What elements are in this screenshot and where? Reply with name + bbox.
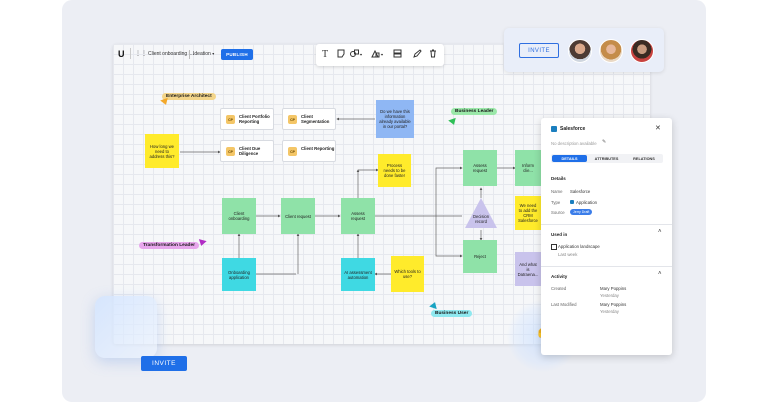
- tag-transformation-leader[interactable]: Transformation Leader: [139, 242, 199, 249]
- mode-label: Ideation: [193, 51, 211, 57]
- publish-button[interactable]: PUBLISH: [221, 49, 253, 60]
- chevron-down-icon: ▾: [212, 51, 215, 56]
- used-in-time: Last week: [558, 252, 578, 257]
- panel-title: Salesforce: [560, 126, 586, 132]
- sticky-note[interactable]: How long we need to address this?: [145, 134, 179, 168]
- capability-title: Client Segmentation: [301, 114, 330, 124]
- panel-subtitle: No description available: [551, 141, 597, 146]
- invite-button[interactable]: INVITE: [141, 356, 187, 371]
- process-step[interactable]: Onboarding application: [222, 258, 256, 291]
- divider: [541, 224, 672, 225]
- sticky-note[interactable]: Which tools to use?: [391, 256, 424, 292]
- divider: [130, 48, 131, 59]
- decorative-glass-tile: [95, 296, 157, 358]
- sticky-note[interactable]: And what is Datraena...: [515, 252, 541, 286]
- invite-button[interactable]: INVITE: [519, 43, 559, 58]
- process-step[interactable]: AI assessment automation: [341, 258, 375, 291]
- capability-title: Client Due Diligence: [239, 146, 261, 156]
- decision-record-shape[interactable]: [465, 198, 497, 228]
- activity-time: Yesterday: [600, 293, 619, 298]
- field-value: Salesforce: [570, 189, 591, 194]
- tag-business-leader[interactable]: Business Leader: [451, 108, 498, 115]
- field-label: Name: [551, 189, 563, 194]
- tab-attributes[interactable]: ATTRIBUTES: [594, 156, 619, 161]
- avatar[interactable]: [599, 39, 623, 63]
- capability-card[interactable]: CP Client Reporting: [282, 140, 336, 162]
- capability-code: CP: [226, 115, 235, 124]
- sticky-note[interactable]: Do we have this information already avai…: [376, 100, 414, 138]
- capability-card[interactable]: CP Client Due Diligence: [220, 140, 274, 162]
- process-step[interactable]: Client request: [281, 198, 315, 234]
- sticky-note[interactable]: We need to add the CRM Salesforce: [515, 196, 541, 230]
- capability-code: CP: [288, 115, 297, 124]
- app-logo: U: [118, 49, 125, 59]
- components-tool-icon[interactable]: [371, 49, 384, 60]
- capability-card[interactable]: CP Client Portfolio Reporting: [220, 108, 274, 130]
- process-step[interactable]: Assess request: [341, 198, 375, 234]
- field-value: Application: [576, 200, 598, 205]
- field-label: Source: [551, 210, 565, 215]
- application-type-icon: [570, 200, 574, 204]
- avatar[interactable]: [568, 39, 592, 63]
- decision-record-label: Decision record: [472, 214, 490, 224]
- document-title[interactable]: Client onboarding l...: [148, 51, 194, 57]
- sticky-note[interactable]: Process needs to be done faster: [378, 154, 411, 187]
- used-in-item[interactable]: Application landscape: [558, 244, 600, 249]
- process-step[interactable]: Client onboarding: [222, 198, 256, 234]
- frame-tool-icon[interactable]: [393, 49, 402, 60]
- process-step[interactable]: Inform clie...: [515, 150, 541, 186]
- capability-code: CP: [226, 147, 235, 156]
- avatar[interactable]: [630, 39, 654, 63]
- tab-relations[interactable]: RELATIONS: [633, 156, 655, 161]
- link-icon: [551, 244, 557, 250]
- tag-business-user[interactable]: Business User: [431, 310, 473, 317]
- capability-title: Client Reporting: [301, 146, 335, 151]
- section-heading: Used in: [551, 232, 568, 237]
- text-tool-icon[interactable]: T: [322, 49, 329, 60]
- shapes-tool-icon[interactable]: [350, 49, 363, 60]
- process-step[interactable]: Assess request: [463, 150, 497, 186]
- process-step[interactable]: Reject: [463, 240, 497, 273]
- mode-selector[interactable]: Ideation ▾: [193, 51, 214, 57]
- grid-menu-icon[interactable]: ⋮⋮: [135, 51, 147, 57]
- details-panel: Salesforce ✕ No description available ✎ …: [541, 118, 672, 355]
- activity-user: Mary Poppins: [600, 286, 627, 291]
- app-icon: [551, 126, 557, 132]
- sticky-note-icon[interactable]: [337, 49, 345, 60]
- chevron-up-icon[interactable]: ˄: [658, 271, 662, 277]
- divider: [189, 50, 190, 59]
- capability-code: CP: [288, 147, 297, 156]
- activity-user: Mary Poppins: [600, 302, 627, 307]
- edit-icon[interactable]: ✎: [602, 139, 607, 145]
- tab-details[interactable]: DETAILS: [552, 155, 587, 162]
- capability-title: Client Portfolio Reporting: [239, 114, 270, 124]
- close-icon[interactable]: ✕: [655, 125, 661, 132]
- field-label: Type: [551, 200, 561, 205]
- divider: [541, 266, 672, 267]
- chevron-up-icon[interactable]: ˄: [658, 229, 662, 235]
- tag-enterprise-architect[interactable]: Enterprise Architect: [162, 93, 216, 100]
- section-heading: Activity: [551, 274, 568, 279]
- pen-tool-icon[interactable]: [413, 49, 422, 60]
- drawing-toolbar: T: [316, 44, 444, 66]
- trash-icon[interactable]: [429, 49, 437, 60]
- field-label: Last Modified: [551, 302, 577, 307]
- tab-bar: [551, 154, 663, 163]
- activity-time: Yesterday: [600, 309, 619, 314]
- source-badge[interactable]: Jerry Draft: [570, 209, 593, 215]
- section-heading: Details: [551, 176, 566, 181]
- capability-card[interactable]: CP Client Segmentation: [282, 108, 336, 130]
- field-label: Created: [551, 286, 567, 291]
